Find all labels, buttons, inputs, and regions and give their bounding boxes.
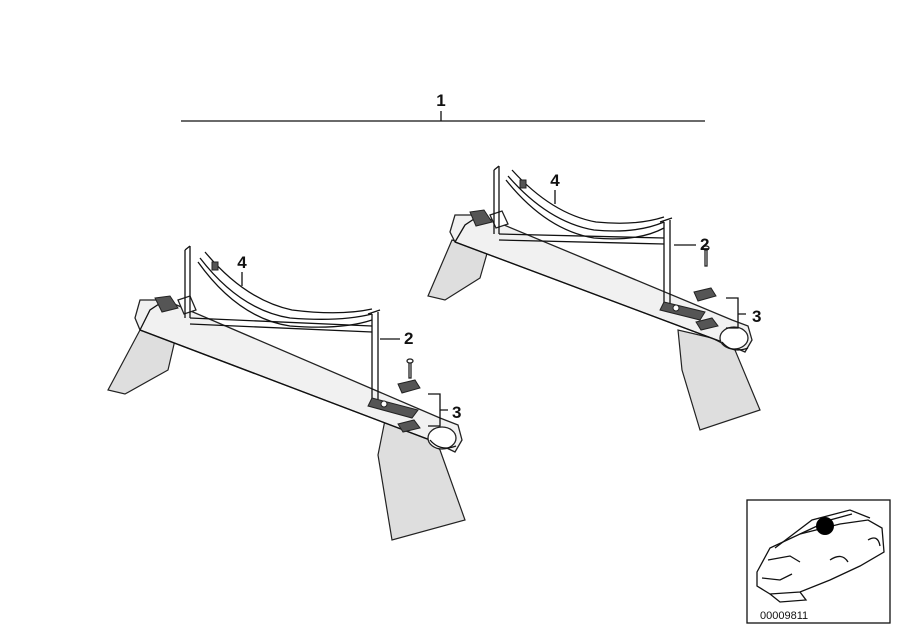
right-clamp-plate <box>659 301 706 321</box>
vehicle-locator-inset[interactable]: 00009811 <box>746 499 891 624</box>
left-clamp-upper <box>397 379 421 394</box>
right-clamp-upper <box>693 287 717 302</box>
left-rear-block <box>154 295 179 313</box>
roof-rack-left <box>107 245 466 541</box>
left-clamp-lower <box>397 419 421 433</box>
left-fixings <box>397 358 421 433</box>
right-clamp-lower <box>695 317 719 331</box>
right-fixings <box>693 245 719 331</box>
roof-rack-right <box>427 165 761 431</box>
callout-2-left[interactable]: 2 <box>380 329 413 348</box>
svg-text:2: 2 <box>404 329 413 348</box>
right-rear-block <box>469 209 493 227</box>
left-bar-endcap <box>427 426 457 450</box>
svg-text:2: 2 <box>700 235 709 254</box>
car-outline-icon <box>756 509 885 603</box>
left-ski-carrier <box>184 245 381 402</box>
assembly-callout[interactable]: 1 <box>181 91 705 122</box>
right-bar-endcap <box>719 326 749 350</box>
callout-1-label: 1 <box>436 91 445 110</box>
right-crossbar <box>449 214 753 353</box>
callout-3-left[interactable]: 3 <box>428 393 461 427</box>
svg-text:3: 3 <box>452 403 461 422</box>
inset-part-number: 00009811 <box>760 610 808 622</box>
callout-2-right[interactable]: 2 <box>674 235 709 254</box>
roof-position-marker-icon <box>816 517 834 535</box>
svg-text:4: 4 <box>237 253 247 272</box>
callout-4-left[interactable]: 4 <box>237 253 247 286</box>
svg-text:3: 3 <box>752 307 761 326</box>
svg-text:4: 4 <box>550 171 560 190</box>
left-crossbar <box>134 299 463 453</box>
left-clamp-plate <box>367 397 419 419</box>
callout-4-right[interactable]: 4 <box>550 171 560 204</box>
callout-3-right[interactable]: 3 <box>726 297 761 329</box>
right-ski-carrier <box>493 165 673 306</box>
